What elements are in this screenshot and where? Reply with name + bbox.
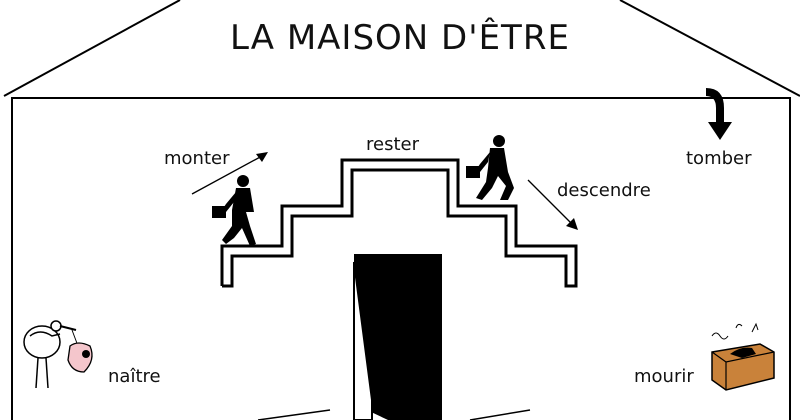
- monter-arrow-icon: [256, 152, 268, 162]
- stork-with-baby-icon: [23, 320, 93, 389]
- verb-label-descendre: descendre: [557, 180, 651, 201]
- verb-label-mourir: mourir: [634, 366, 694, 387]
- staircase: [220, 158, 578, 288]
- house-roof-right: [619, 0, 800, 97]
- descending-man-icon: [466, 135, 514, 200]
- verb-label-naitre: naître: [108, 366, 161, 387]
- descendre-arrow-icon: [566, 218, 578, 230]
- falling-arrow-icon: [706, 88, 732, 140]
- house-walls: [11, 97, 791, 420]
- house-roof: [3, 0, 181, 97]
- verb-label-tomber: tomber: [686, 148, 752, 169]
- bottom-arrow-right: [469, 409, 531, 420]
- bottom-arrow-left: [257, 409, 331, 420]
- climbing-man-icon: [212, 175, 256, 246]
- diagram-title: LA MAISON D'ÊTRE: [230, 18, 570, 58]
- monter-arrow-shaft: [191, 155, 263, 195]
- verb-label-rester: rester: [366, 134, 419, 155]
- door-opening: [354, 254, 442, 420]
- entrer-arrow-shaft: [415, 412, 441, 419]
- verb-label-monter: monter: [164, 148, 230, 169]
- coffin-icon: [711, 322, 775, 391]
- descendre-arrow-shaft: [527, 179, 575, 227]
